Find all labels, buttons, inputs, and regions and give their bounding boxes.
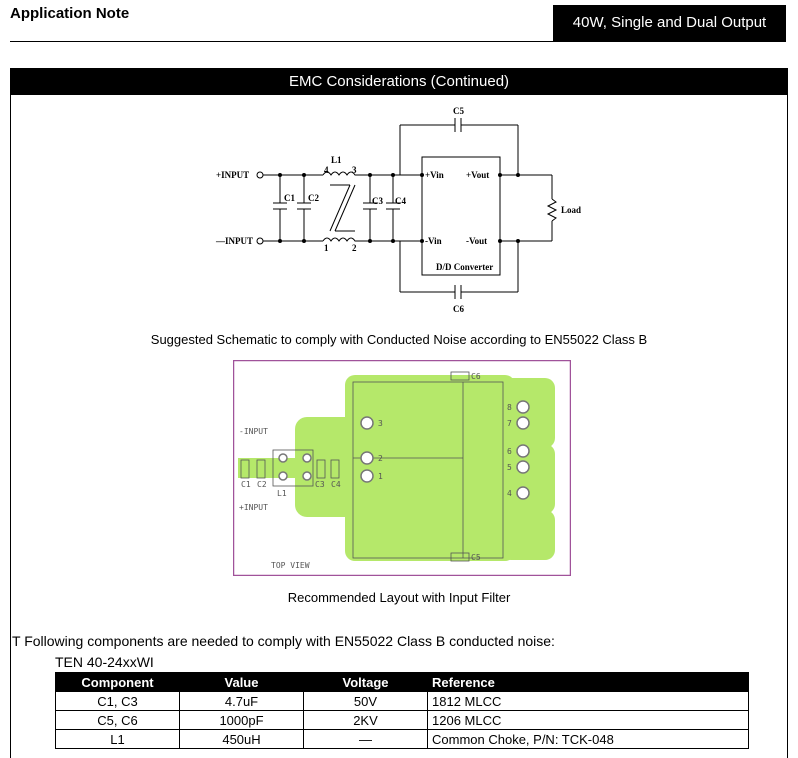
layout-c2-label: C2 — [257, 480, 267, 489]
cell-value: 4.7uF — [179, 691, 304, 711]
l1-label: L1 — [331, 155, 342, 165]
header-rule — [10, 41, 786, 42]
cell-component: C5, C6 — [55, 710, 180, 730]
table-row: C1, C3 4.7uF 50V 1812 MLCC — [55, 691, 749, 711]
layout-pos-input-label: +INPUT — [239, 503, 268, 512]
converter-label: D/D Converter — [436, 262, 493, 272]
page-header-title: Application Note — [10, 5, 130, 22]
l1-pin2: 2 — [352, 243, 357, 253]
header-value: Value — [179, 672, 304, 692]
layout-c6-label: C6 — [471, 372, 481, 381]
c3-label: C3 — [372, 196, 383, 206]
layout-pin-2: 2 — [378, 454, 383, 463]
section-frame — [10, 68, 788, 758]
layout-c5-label: C5 — [471, 553, 481, 562]
cell-component: L1 — [55, 729, 180, 749]
vin-pos-label: +Vin — [425, 170, 444, 180]
layout-pin-5: 5 — [507, 463, 512, 472]
cell-reference: Common Choke, P/N: TCK-048 — [427, 729, 749, 749]
layout-l1-label: L1 — [277, 489, 287, 498]
cell-value: 1000pF — [179, 710, 304, 730]
layout-pin-6: 6 — [507, 447, 512, 456]
cell-voltage: — — [303, 729, 428, 749]
schematic-caption: Suggested Schematic to comply with Condu… — [150, 332, 648, 347]
l1-pin1: 1 — [324, 243, 329, 253]
layout-c3-label: C3 — [315, 480, 325, 489]
table-header-row: Component Value Voltage Reference — [55, 672, 749, 692]
layout-pin-3: 3 — [378, 419, 383, 428]
cell-voltage: 50V — [303, 691, 428, 711]
layout-c4-label: C4 — [331, 480, 341, 489]
layout-pin-8: 8 — [507, 403, 512, 412]
l1-pin4: 4 — [324, 165, 329, 175]
header-component: Component — [55, 672, 180, 692]
components-intro: T Following components are needed to com… — [12, 633, 555, 649]
input-neg-label: —INPUT — [215, 236, 253, 246]
layout-c1-label: C1 — [241, 480, 251, 489]
cell-voltage: 2KV — [303, 710, 428, 730]
input-pos-label: +INPUT — [216, 170, 249, 180]
vout-neg-label: -Vout — [466, 236, 487, 246]
c5-label: C5 — [453, 106, 464, 116]
layout-pin-7: 7 — [507, 419, 512, 428]
layout-neg-input-label: -INPUT — [239, 427, 268, 436]
components-table: Component Value Voltage Reference C1, C3… — [55, 672, 749, 749]
emc-schematic: +INPUT —INPUT L1 4 3 1 2 C1 C2 C3 C4 C5 … — [215, 106, 581, 314]
layout-caption: Recommended Layout with Input Filter — [287, 590, 511, 605]
layout-pin-4: 4 — [507, 489, 512, 498]
model-name: TEN 40-24xxWI — [55, 654, 154, 670]
c1-label: C1 — [284, 193, 295, 203]
pcb-layout: C6 C5 -INPUT +INPUT C1 C2 C3 C4 L1 TOP V… — [233, 360, 571, 576]
c4-label: C4 — [395, 196, 406, 206]
c2-label: C2 — [308, 193, 319, 203]
header-reference: Reference — [427, 672, 749, 692]
c6-label: C6 — [453, 304, 464, 314]
load-label: Load — [561, 205, 581, 215]
cell-value: 450uH — [179, 729, 304, 749]
vout-pos-label: +Vout — [466, 170, 489, 180]
header-voltage: Voltage — [303, 672, 428, 692]
product-badge: 40W, Single and Dual Output — [553, 5, 786, 41]
cell-reference: 1812 MLCC — [427, 691, 749, 711]
cell-component: C1, C3 — [55, 691, 180, 711]
section-title: EMC Considerations (Continued) — [10, 69, 788, 95]
table-row: C5, C6 1000pF 2KV 1206 MLCC — [55, 710, 749, 730]
l1-pin3: 3 — [352, 165, 357, 175]
layout-pin-1: 1 — [378, 472, 383, 481]
cell-reference: 1206 MLCC — [427, 710, 749, 730]
layout-top-view-label: TOP VIEW — [271, 561, 310, 570]
table-row: L1 450uH — Common Choke, P/N: TCK-048 — [55, 729, 749, 749]
vin-neg-label: -Vin — [425, 236, 442, 246]
